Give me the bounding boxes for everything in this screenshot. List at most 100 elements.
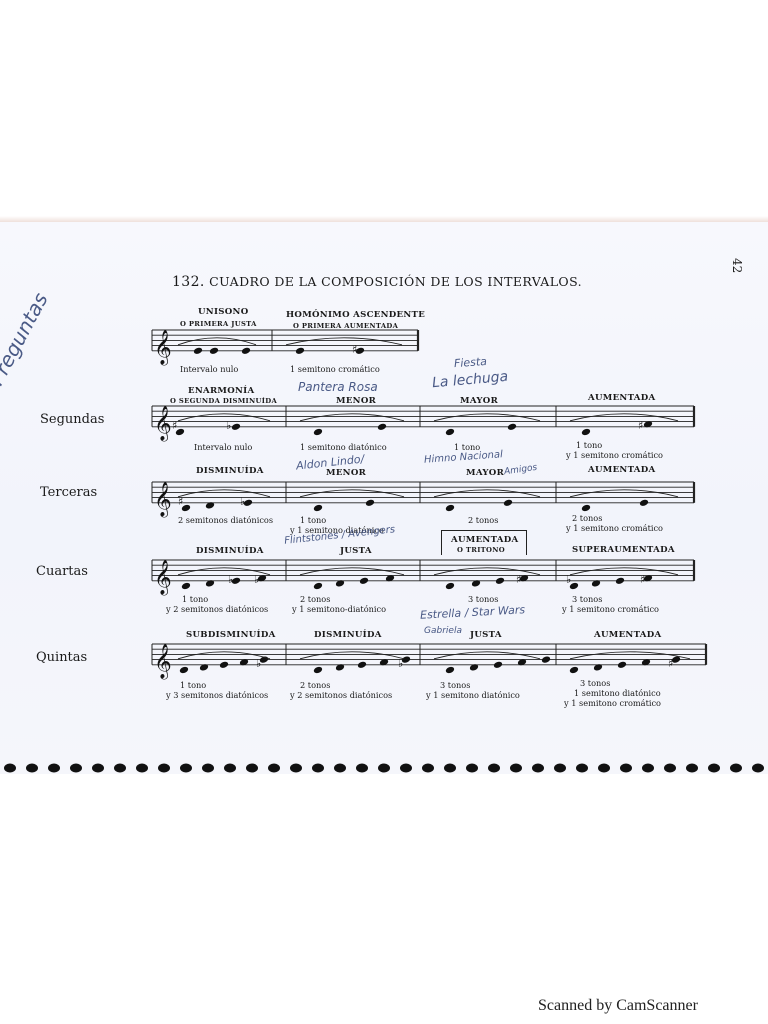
binding-hole bbox=[642, 763, 654, 773]
caption-tercera-aumentada: AUMENTADA bbox=[588, 465, 656, 475]
note-head bbox=[377, 423, 387, 430]
note-head bbox=[295, 347, 305, 354]
note-head bbox=[357, 661, 367, 668]
note-head bbox=[181, 582, 191, 590]
note-head bbox=[365, 499, 375, 506]
caption-enarmonia: ENARMONÍA bbox=[188, 386, 255, 396]
desc-cuarta-1a: 1 tono bbox=[182, 594, 209, 604]
caption-segunda-menor: MENOR bbox=[336, 396, 377, 406]
tritono-bracket bbox=[441, 530, 527, 555]
caption-segunda-aumentada: AUMENTADA bbox=[588, 393, 656, 403]
binding-hole bbox=[752, 763, 764, 773]
note-head bbox=[231, 577, 241, 584]
desc-segunda-2: 1 semitono diatónico bbox=[300, 442, 387, 452]
handwritten-note-2: Fiesta bbox=[453, 354, 488, 371]
slur bbox=[299, 651, 405, 660]
note-head bbox=[205, 502, 215, 509]
note-head bbox=[503, 499, 513, 506]
desc-quinta-2b: y 2 semitonos diatónicos bbox=[290, 690, 393, 700]
desc-segunda-4a: 1 tono bbox=[576, 440, 603, 450]
binding-hole bbox=[70, 763, 82, 773]
desc-tercera-2a: 1 tono bbox=[300, 515, 327, 525]
binding-hole bbox=[620, 763, 632, 773]
note-head bbox=[639, 499, 649, 506]
note-head bbox=[581, 428, 591, 436]
slur bbox=[177, 337, 257, 346]
note-head bbox=[495, 577, 505, 584]
row-label-cuartas: Cuartas bbox=[36, 564, 88, 579]
desc-segunda-3: 1 tono bbox=[454, 442, 481, 452]
binding-hole bbox=[312, 763, 324, 773]
binding-hole bbox=[510, 763, 522, 773]
binding-hole bbox=[268, 763, 280, 773]
binding-hole bbox=[26, 763, 38, 773]
note-head bbox=[335, 580, 345, 587]
binding-hole bbox=[444, 763, 456, 773]
desc-tercera-2b: y 1 semitono diatónico bbox=[290, 525, 384, 535]
note-head bbox=[193, 347, 203, 354]
note-head bbox=[581, 504, 591, 512]
binding-hole bbox=[136, 763, 148, 773]
flat-icon: ♭ bbox=[254, 573, 259, 586]
note-head bbox=[643, 421, 653, 428]
treble-clef-icon: 𝄞 bbox=[154, 560, 172, 596]
binding-hole bbox=[92, 763, 104, 773]
caption-cuarta-disminuida: DISMINUÍDA bbox=[196, 546, 264, 556]
slur bbox=[433, 651, 541, 660]
note-head bbox=[209, 347, 219, 354]
desc-tercera-4a: 2 tonos bbox=[572, 513, 603, 523]
binding-hole bbox=[400, 763, 412, 773]
desc-cuarta-2b: y 1 semitono-diatónico bbox=[292, 604, 387, 614]
caption-homonimo-sub: O PRIMERA AUMENTADA bbox=[293, 322, 399, 330]
binding-hole bbox=[708, 763, 720, 773]
binding-hole bbox=[334, 763, 346, 773]
desc-tercera-3: 2 tonos bbox=[468, 515, 499, 525]
note-head bbox=[355, 347, 365, 354]
desc-quinta-3a: 3 tonos bbox=[440, 680, 471, 690]
page-number: 42 bbox=[730, 258, 744, 274]
note-head bbox=[175, 428, 185, 436]
note-head bbox=[205, 580, 215, 587]
sharp-icon: ♯ bbox=[640, 573, 645, 586]
slur bbox=[433, 489, 541, 498]
slur bbox=[299, 489, 405, 498]
note-head bbox=[243, 499, 253, 506]
flat-icon: ♭ bbox=[226, 419, 231, 432]
note-head bbox=[643, 575, 653, 582]
note-head bbox=[469, 664, 479, 671]
binding-hole bbox=[422, 763, 434, 773]
sharp-icon: ♯ bbox=[178, 495, 183, 508]
slur bbox=[569, 413, 679, 422]
desc-segunda-1: Intervalo nulo bbox=[194, 442, 253, 452]
note-head bbox=[445, 666, 455, 674]
slur bbox=[177, 651, 271, 660]
note-head bbox=[671, 656, 681, 663]
caption-cuarta-superaumentada: SUPERAUMENTADA bbox=[572, 545, 675, 555]
note-head bbox=[445, 582, 455, 590]
note-head bbox=[241, 347, 251, 354]
sharp-icon: ♯ bbox=[172, 419, 177, 432]
binding-hole bbox=[356, 763, 368, 773]
sharp-icon: ♯ bbox=[516, 573, 521, 586]
note-head bbox=[541, 656, 551, 663]
binding-hole bbox=[114, 763, 126, 773]
treble-clef-icon: 𝄞 bbox=[154, 482, 172, 518]
desc-cuarta-3: 3 tonos bbox=[468, 594, 499, 604]
caption-quinta-disminuida: DISMINUÍDA bbox=[314, 630, 382, 640]
flat-icon: ♭ bbox=[566, 573, 571, 586]
binding-hole bbox=[378, 763, 390, 773]
slur bbox=[569, 567, 679, 576]
note-head bbox=[313, 428, 323, 436]
caption-quinta-aumentada: AUMENTADA bbox=[594, 630, 662, 640]
binding-hole bbox=[576, 763, 588, 773]
desc-quinta-1b: y 3 semitonos diatónicos bbox=[166, 690, 269, 700]
sharp-icon: ♯ bbox=[668, 657, 673, 670]
row-label-quintas: Quintas bbox=[36, 650, 88, 665]
desc-quinta-4b: 1 semitono diatónico bbox=[574, 688, 661, 698]
desc-tercera-4b: y 1 semitono cromático bbox=[566, 523, 663, 533]
note-head bbox=[401, 656, 411, 663]
slur bbox=[299, 413, 405, 422]
note-head bbox=[641, 659, 651, 666]
note-head bbox=[471, 580, 481, 587]
